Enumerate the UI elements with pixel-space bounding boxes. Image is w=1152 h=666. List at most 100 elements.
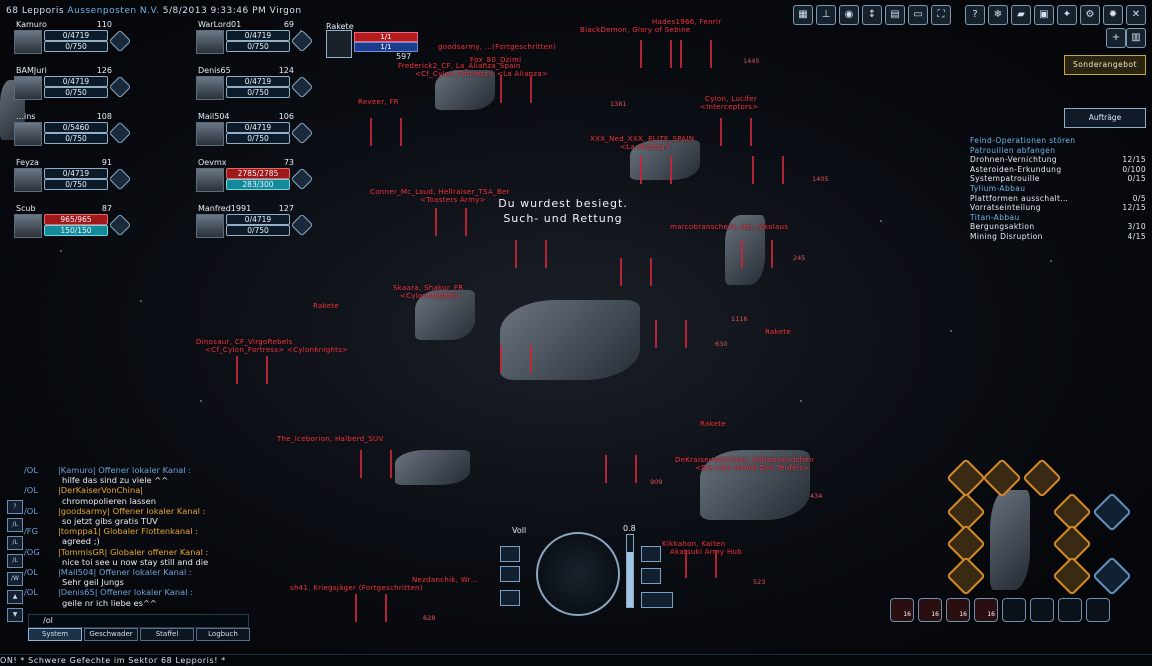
shop-icon[interactable]: ▰ <box>1011 5 1031 25</box>
target-bracket[interactable] <box>655 320 687 348</box>
objective-category[interactable]: Titan-Abbau <box>970 213 1146 223</box>
chat-sender[interactable]: |TommisGR| Globaler offener Kanal : <box>58 546 209 557</box>
medal-icon[interactable]: ✦ <box>1057 5 1077 25</box>
ship-selector-icon[interactable] <box>641 592 673 608</box>
scroll-up-icon[interactable]: ▲ <box>7 590 23 604</box>
target-bracket[interactable] <box>640 156 672 184</box>
help-icon[interactable]: ? <box>965 5 985 25</box>
ability-slot[interactable]: 16 <box>918 598 942 622</box>
target-bracket[interactable] <box>720 118 752 146</box>
channel-gl-icon[interactable]: /L <box>7 536 23 550</box>
chat-tab[interactable]: Logbuch <box>196 628 250 641</box>
fullscreen-icon[interactable]: ⛶ <box>931 5 951 25</box>
channel-fl-icon[interactable]: /L <box>7 554 23 568</box>
throttle-slider[interactable] <box>626 534 634 608</box>
settings-icon[interactable]: ⚙ <box>1080 5 1100 25</box>
objective-category[interactable]: Feind-Operationen stören <box>970 136 1146 146</box>
target-bracket[interactable] <box>752 156 784 184</box>
enemy-ship[interactable] <box>395 450 470 485</box>
party-member[interactable]: …ins 108 0/5460 0/750 <box>14 112 194 156</box>
ability-slot[interactable]: 16 <box>890 598 914 622</box>
station-icon[interactable]: ⊥ <box>816 5 836 25</box>
add-player-icon[interactable]: + <box>1106 28 1126 48</box>
target-bracket[interactable] <box>741 240 773 268</box>
chat-sender[interactable]: |DerKaiserVonChina| <box>58 485 144 496</box>
chat-sender[interactable]: |Kamuro| Offener lokaler Kanal : <box>58 465 192 475</box>
party-member[interactable]: BAMJuri 126 0/4719 0/750 <box>14 66 194 110</box>
chat-sender[interactable]: |goodsarmy| Offener lokaler Kanal : <box>58 505 206 516</box>
chat-tab[interactable]: Geschwader <box>84 628 138 641</box>
channel-ol-icon[interactable]: /L <box>7 518 23 532</box>
arrows-icon[interactable]: ↕ <box>862 5 882 25</box>
objective-category[interactable]: Patrouillen abfangen <box>970 146 1146 156</box>
target-icon[interactable] <box>500 546 520 562</box>
skills-icon[interactable]: ❄ <box>988 5 1008 25</box>
target-bracket[interactable] <box>605 455 637 483</box>
target-bracket[interactable] <box>640 40 672 68</box>
exit-icon[interactable]: ✕ <box>1126 5 1146 25</box>
party-member[interactable]: Kamuro 110 0/4719 0/750 <box>14 20 194 64</box>
inventory-icon[interactable]: ▤ <box>885 5 905 25</box>
ability-slot[interactable] <box>1058 598 1082 622</box>
ability-slot[interactable] <box>1002 598 1026 622</box>
party-member[interactable]: Scub 87 965/965 150/150 <box>14 204 194 248</box>
map-icon[interactable]: ▣ <box>1034 5 1054 25</box>
party-member[interactable]: Mail504 106 0/4719 0/750 <box>196 112 376 156</box>
notes-icon[interactable]: ▥ <box>1126 28 1146 48</box>
enemy-ship[interactable] <box>435 70 495 110</box>
target-bracket[interactable] <box>680 40 712 68</box>
enemy-ship[interactable] <box>700 450 810 520</box>
party-member[interactable]: Oevmx 73 2785/2785 283/300 <box>196 158 376 202</box>
party-member[interactable]: Denis65 124 0/4719 0/750 <box>196 66 376 110</box>
objective-category[interactable]: Tylium-Abbau <box>970 184 1146 194</box>
chat-sender[interactable]: |tomppa1| Globaler Flottenkanal : <box>58 526 199 537</box>
party-member[interactable]: Feyza 91 0/4719 0/750 <box>14 158 194 202</box>
enemy-ship[interactable] <box>725 215 765 285</box>
enemy-ship[interactable] <box>500 300 640 380</box>
chat-input[interactable]: /ol <box>28 614 249 628</box>
ship-icon[interactable]: ◉ <box>839 5 859 25</box>
chat-tab[interactable]: Staffel <box>140 628 194 641</box>
target-bracket[interactable] <box>500 75 532 103</box>
objective-label: Tylium-Abbau <box>970 183 1026 193</box>
target-bracket[interactable] <box>620 258 652 286</box>
event-icon[interactable]: ✹ <box>1103 5 1123 25</box>
special-offer-button[interactable]: Sonderangebot <box>1064 55 1146 75</box>
chat-tab[interactable]: System <box>28 628 82 641</box>
chat-sender[interactable]: |Denis65| Offener lokaler Kanal : <box>58 587 193 598</box>
channel-w-icon[interactable]: /W <box>7 572 23 586</box>
ability-slot[interactable]: 16 <box>946 598 970 622</box>
ability-slot[interactable] <box>1030 598 1054 622</box>
target-bracket[interactable] <box>500 345 532 373</box>
target-bracket[interactable] <box>360 450 392 478</box>
target-bracket[interactable] <box>685 550 717 578</box>
objective-row[interactable]: Plattformen ausschalt…0/5 <box>970 194 1146 204</box>
enemy-ship[interactable] <box>415 290 475 340</box>
target-bracket[interactable] <box>435 208 467 236</box>
target-bracket[interactable] <box>236 356 268 384</box>
party-member[interactable]: Manfred1991 127 0/4719 0/750 <box>196 204 376 248</box>
ability-slot[interactable]: 16 <box>974 598 998 622</box>
scroll-down-icon[interactable]: ▼ <box>7 608 23 622</box>
ability-slot[interactable] <box>1086 598 1110 622</box>
triangle-icon[interactable] <box>641 546 661 562</box>
carrier-ship[interactable] <box>990 490 1030 590</box>
formation-icon[interactable]: ▦ <box>793 5 813 25</box>
yellow-box-icon[interactable] <box>500 590 520 606</box>
target-bracket[interactable] <box>370 118 402 146</box>
triangle-icon[interactable] <box>641 568 661 584</box>
grid-icon[interactable] <box>500 566 520 582</box>
missions-button[interactable]: Aufträge <box>1064 108 1146 128</box>
chat-window-icon[interactable]: ▭ <box>908 5 928 25</box>
chat-sender[interactable]: |Mail504| Offener lokaler Kanal : <box>58 567 192 578</box>
party-member[interactable]: WarLord01 69 0/4719 0/750 <box>196 20 376 64</box>
target-bracket[interactable] <box>355 594 387 622</box>
target-bracket[interactable] <box>515 240 547 268</box>
help-icon[interactable]: ? <box>7 500 23 514</box>
